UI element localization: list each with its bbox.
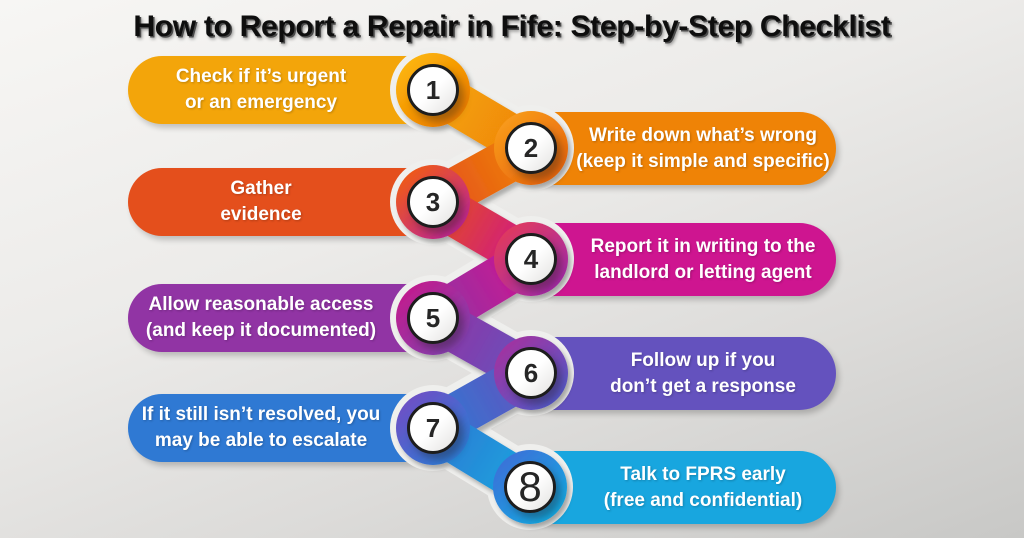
step-7-number-badge: 7 <box>407 402 459 454</box>
step-3-number: 3 <box>425 186 441 217</box>
step-1-number: 1 <box>425 74 441 105</box>
step-6-line1: Follow up if you <box>630 349 776 371</box>
step-6-line2: don’t get a response <box>610 375 796 397</box>
step-5-line2: (and keep it documented) <box>145 320 377 341</box>
step-4-line1: Report it in writing to the <box>590 235 816 257</box>
step-5-line1: Allow reasonable access <box>148 294 374 315</box>
step-3-line2: evidence <box>220 204 302 225</box>
step-2-line1: Write down what’s wrong <box>589 124 817 146</box>
step-8-line2: (free and confidential) <box>603 489 803 511</box>
step-3-line1: Gather <box>230 178 292 199</box>
step-7-line2: may be able to escalate <box>154 430 368 451</box>
step-4-number-badge: 4 <box>505 233 557 285</box>
step-8-line1: Talk to FPRS early <box>620 463 786 485</box>
step-7-text: If it still isn’t resolved, you may be a… <box>128 402 394 454</box>
step-7-number: 7 <box>425 412 441 443</box>
step-3-text: Gather evidence <box>128 176 394 228</box>
step-8-text: Talk to FPRS early (free and confidentia… <box>570 462 836 514</box>
step-5-number: 5 <box>425 302 441 333</box>
step-2-number: 2 <box>523 132 539 163</box>
step-1-line1: Check if it’s urgent <box>175 66 347 87</box>
step-4-text: Report it in writing to the landlord or … <box>570 234 836 286</box>
step-8-number-badge: 8 <box>504 461 556 513</box>
step-4-number: 4 <box>523 243 539 274</box>
step-8-number: 8 <box>518 463 542 510</box>
page-title: How to Report a Repair in Fife: Step-by-… <box>133 10 891 43</box>
step-2-text: Write down what’s wrong (keep it simple … <box>570 123 836 175</box>
step-3-number-badge: 3 <box>407 176 459 228</box>
step-2-line2: (keep it simple and specific) <box>576 150 830 172</box>
step-4-line2: landlord or letting agent <box>594 261 812 283</box>
step-7-line1: If it still isn’t resolved, you <box>141 404 381 425</box>
step-6-text: Follow up if you don’t get a response <box>570 348 836 400</box>
step-1-text: Check if it’s urgent or an emergency <box>128 64 394 116</box>
step-2-number-badge: 2 <box>505 122 557 174</box>
step-5-text: Allow reasonable access (and keep it doc… <box>128 292 394 344</box>
step-6-number: 6 <box>523 357 539 388</box>
step-pill-4: Report it in writing to the landlord or … <box>518 223 836 296</box>
step-1-line2: or an emergency <box>184 92 338 113</box>
step-6-number-badge: 6 <box>505 347 557 399</box>
step-1-number-badge: 1 <box>407 64 459 116</box>
step-pill-6: Follow up if you don’t get a response <box>518 337 836 410</box>
step-5-number-badge: 5 <box>407 292 459 344</box>
